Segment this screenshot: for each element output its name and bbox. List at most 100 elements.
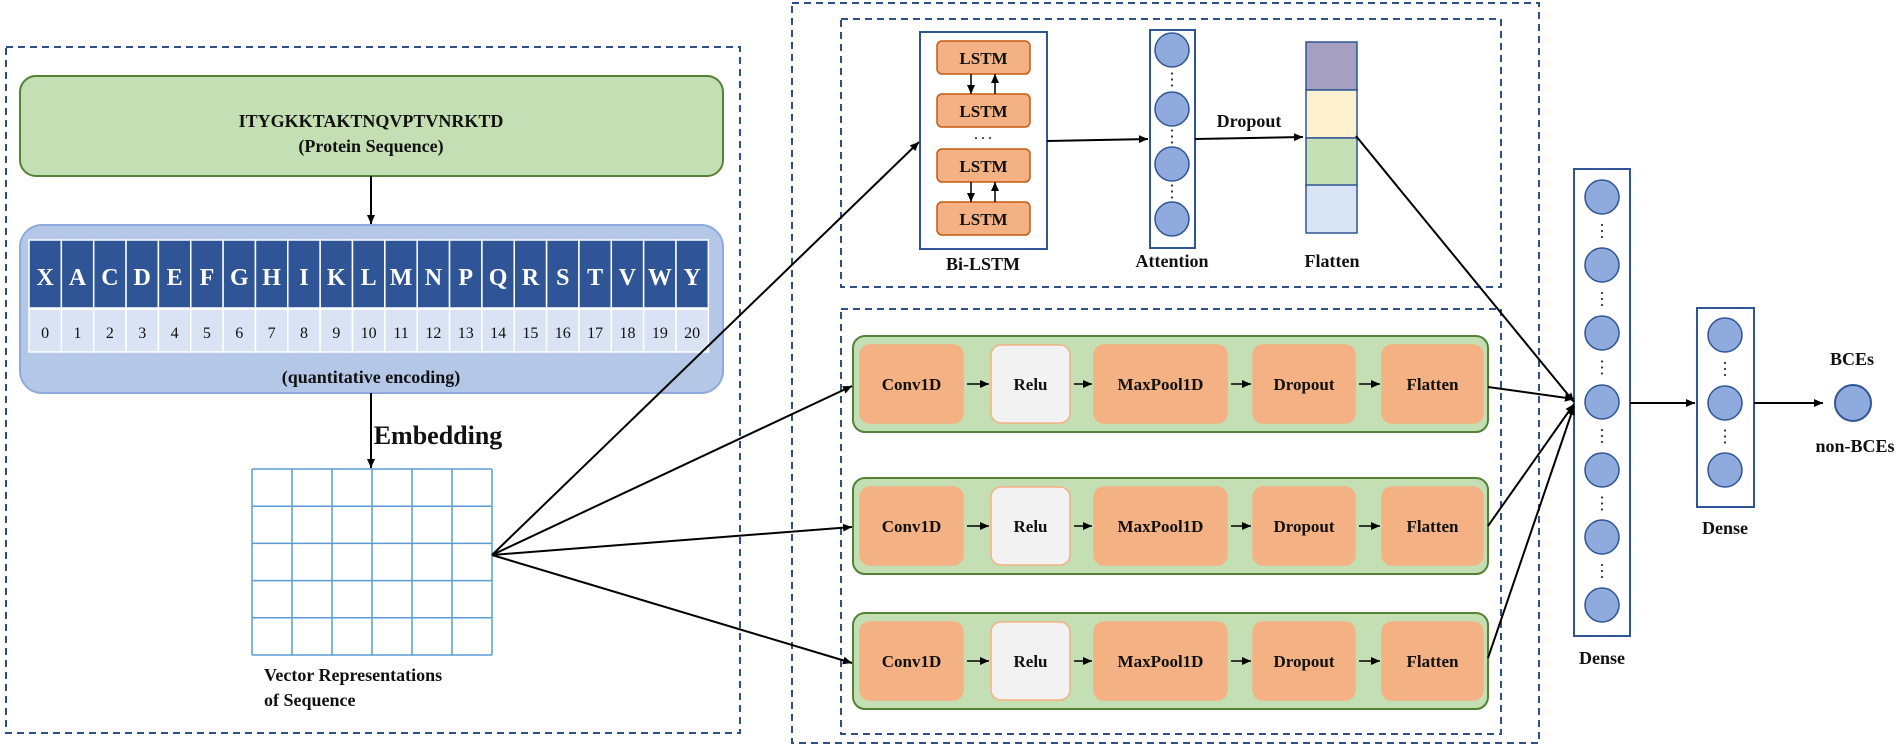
lstm-cell bbox=[936, 93, 1031, 128]
bilstm-dots: · · · bbox=[974, 131, 992, 145]
embedding-grid bbox=[251, 468, 493, 656]
ellipsis-dot bbox=[1170, 129, 1174, 132]
encoding-letter: T bbox=[587, 265, 603, 291]
flatten-segment bbox=[1305, 41, 1358, 91]
ellipsis-dot bbox=[1600, 360, 1604, 363]
cnn-block-label: MaxPool1D bbox=[1118, 517, 1204, 536]
lstm-cell-label: LSTM bbox=[959, 157, 1007, 176]
cnn-block bbox=[859, 486, 964, 566]
flatten-segment bbox=[1305, 137, 1358, 187]
encoding-letter-cell bbox=[384, 239, 418, 309]
arrow-cnn3-to-dense bbox=[1487, 405, 1575, 659]
arrow-embedding-to-cnn2 bbox=[491, 523, 853, 556]
flatten-stack bbox=[1305, 41, 1358, 234]
neuron-node bbox=[1707, 452, 1743, 488]
arrow-cnn1-to-dense bbox=[1487, 386, 1575, 402]
ellipsis-dot bbox=[1170, 196, 1174, 199]
cnn-block-label: Relu bbox=[1014, 375, 1048, 394]
encoding-code-cell bbox=[92, 308, 127, 353]
vector-caption-line2: of Sequence bbox=[264, 690, 356, 710]
cnn-block-label: Dropout bbox=[1273, 652, 1334, 671]
ellipsis-dot bbox=[1600, 428, 1604, 432]
encoding-code: 12 bbox=[425, 325, 441, 342]
cnn-block-label: Conv1D bbox=[882, 652, 942, 671]
neuron-node bbox=[1584, 179, 1620, 215]
encoding-letter: N bbox=[425, 265, 443, 291]
attention-nodes bbox=[1154, 32, 1190, 237]
encoding-letter: P bbox=[458, 265, 473, 291]
encoding-letter: I bbox=[299, 265, 308, 291]
ellipsis-dot bbox=[1600, 502, 1604, 505]
ellipsis-dot bbox=[1600, 563, 1604, 567]
encoding-letter-cell bbox=[416, 239, 451, 309]
encoding-code: 16 bbox=[555, 325, 571, 342]
encoding-code-cell bbox=[254, 308, 289, 353]
neuron-node bbox=[1154, 91, 1190, 127]
arrow-embedding-to-bilstm bbox=[491, 141, 920, 556]
encoding-letter: R bbox=[522, 265, 540, 291]
encoding-letter: W bbox=[648, 265, 672, 291]
lstm-cell-label: LSTM bbox=[959, 210, 1007, 229]
cnn-block-label: MaxPool1D bbox=[1118, 375, 1204, 394]
ellipsis-dot bbox=[1600, 496, 1604, 499]
encoding-letter: S bbox=[556, 265, 569, 291]
encoding-code: 1 bbox=[74, 325, 82, 342]
encoding-letter: L bbox=[361, 265, 377, 291]
ellipsis-dot bbox=[1600, 229, 1604, 233]
encoding-code-cell bbox=[190, 308, 224, 353]
lstm-cell bbox=[936, 148, 1031, 183]
ellipsis-dot bbox=[1170, 184, 1174, 187]
encoding-code-cell bbox=[610, 308, 645, 353]
attention-caption: Attention bbox=[1136, 251, 1209, 271]
ellipsis-dot bbox=[1600, 434, 1604, 438]
ellipsis-dot bbox=[1170, 141, 1174, 144]
encoding-code: 5 bbox=[203, 325, 211, 342]
encoding-letter-cell bbox=[675, 239, 710, 309]
encoding-letter-cell bbox=[513, 239, 548, 309]
cnn-block-label: Conv1D bbox=[882, 517, 942, 536]
encoding-code: 20 bbox=[684, 325, 700, 342]
ellipsis-dot bbox=[1723, 367, 1727, 371]
arrow-flatten-to-dense bbox=[1355, 135, 1575, 403]
ellipsis-dot bbox=[1600, 372, 1604, 375]
neuron-node bbox=[1584, 384, 1620, 420]
cnn-block bbox=[1381, 486, 1484, 566]
ellipsis-dot bbox=[1600, 366, 1604, 369]
cnn-block bbox=[1381, 344, 1484, 424]
encoding-code: 7 bbox=[268, 325, 276, 342]
arrow-embedding-to-cnn1 bbox=[491, 385, 853, 556]
cnn-block bbox=[1252, 486, 1356, 566]
encoding-letter-cell bbox=[319, 239, 354, 309]
encoding-code-cell bbox=[125, 308, 160, 353]
cnn-block bbox=[859, 621, 964, 701]
encoding-code: 13 bbox=[458, 325, 474, 342]
encoding-code-cell bbox=[60, 308, 95, 353]
encoding-letter: M bbox=[390, 265, 413, 291]
ellipsis-dot bbox=[1600, 440, 1604, 444]
ellipsis-dot bbox=[1600, 569, 1604, 573]
ellipsis-dot bbox=[1170, 72, 1174, 75]
cnn-block bbox=[990, 621, 1071, 701]
arrow-attention-to-flatten bbox=[1194, 133, 1304, 142]
left-panel bbox=[5, 46, 741, 734]
dropout-label: Dropout bbox=[1217, 111, 1282, 131]
arrow-cnn2-to-dense bbox=[1487, 403, 1575, 527]
encoding-letter: F bbox=[200, 265, 215, 291]
encoding-letter: G bbox=[230, 265, 249, 291]
encoding-code-cell bbox=[448, 308, 483, 353]
bilstm-branch-panel bbox=[840, 18, 1502, 288]
output-negative-label: non-BCEs bbox=[1815, 436, 1894, 456]
encoding-code: 11 bbox=[393, 325, 408, 342]
encoding-code: 3 bbox=[138, 325, 146, 342]
ellipsis-dot bbox=[1723, 441, 1727, 444]
lstm-cell bbox=[936, 201, 1031, 236]
encoding-code: 6 bbox=[235, 325, 243, 342]
neuron-node bbox=[1584, 315, 1620, 351]
cnn-block bbox=[1252, 621, 1356, 701]
cnn-block-label: Dropout bbox=[1273, 517, 1334, 536]
encoding-letter-cell bbox=[642, 239, 677, 309]
encoding-letter-cell bbox=[351, 239, 386, 309]
neuron-node bbox=[1584, 519, 1620, 555]
